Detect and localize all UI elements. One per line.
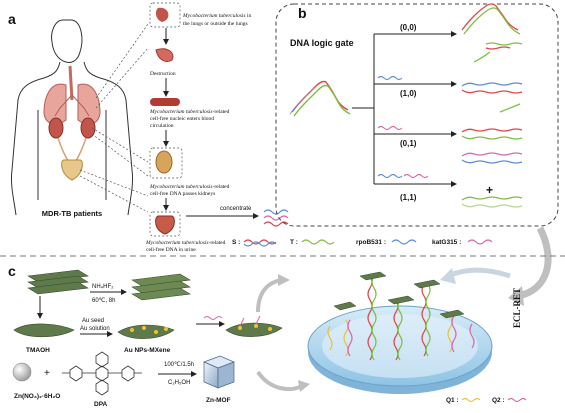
state-11: (1,1) <box>400 193 417 202</box>
helix-top-flakes <box>333 271 465 319</box>
legend-rpob: rpoB531 : <box>356 239 386 246</box>
branch-input-strands <box>377 75 429 179</box>
to-electrode-arrow-2 <box>256 370 303 391</box>
max-phase-stack <box>27 269 89 295</box>
legend-q1: Q1 : <box>446 397 459 404</box>
caption-1: Mycobacterium tuberculosis in <box>182 13 251 19</box>
zn-salt-icon <box>12 362 32 382</box>
destroyed-cell-icon <box>155 48 174 63</box>
mof-condition-1: 100℃/1.5h <box>164 362 194 368</box>
kidneys <box>48 117 96 165</box>
reagent-label: NH₄HF₂ <box>92 284 114 290</box>
human-body-outline <box>11 19 133 216</box>
bladder <box>61 159 83 181</box>
caption-5-line2: cell-free DNA in urine <box>146 246 196 253</box>
caption-3: Mycobacterium tuberculosis-related <box>149 109 230 115</box>
output-00 <box>461 3 523 50</box>
bladder-detail-icon <box>155 215 175 235</box>
patients-label: MDR-TB patients <box>42 209 102 218</box>
probe-strand <box>203 316 223 320</box>
probe-modified-sheet <box>225 315 283 337</box>
state-10: (1,0) <box>400 89 417 98</box>
electrode-dna-helices <box>327 275 475 361</box>
panel-c-label: c <box>8 263 16 279</box>
lungs <box>43 65 101 125</box>
state-01: (0,1) <box>400 139 417 148</box>
ecl-ret-label: ECL-RET <box>512 288 522 328</box>
transfer-arrow <box>517 226 552 300</box>
au-mxene-label: Au NPs-MXene <box>124 347 171 354</box>
kidney-detail-icon <box>155 150 173 174</box>
concentrate-label: concentrate <box>220 206 252 212</box>
panel-b-label: b <box>298 5 307 21</box>
zn-salt-label: Zn(NO₃)₂·6H₂O <box>14 393 60 400</box>
legend-katg: katG315 : <box>432 239 461 246</box>
legend-t: T : <box>290 239 298 246</box>
logic-branches <box>352 31 457 187</box>
delaminated-mxene <box>13 323 75 338</box>
output-11 <box>461 196 523 208</box>
legend-q2: Q2 : <box>492 397 505 404</box>
au-mxene-sheet <box>117 324 175 339</box>
au-solution-label: Au solution <box>80 326 110 332</box>
bladder-box <box>149 211 181 237</box>
plus-sign-b: + <box>486 183 493 197</box>
multilayer-mxene <box>131 273 191 301</box>
panel-a-label: a <box>8 11 16 27</box>
mof-condition-2: C₂H₅OH <box>168 380 190 386</box>
tmaoh-label: TMAOH <box>26 347 50 354</box>
guide-lines <box>79 23 149 213</box>
mycobacterium-icon <box>155 7 169 22</box>
legend-s: S : <box>232 239 240 246</box>
caption-2: Destruction <box>150 71 176 77</box>
strand-legend: S : T : rpoB531 : katG315 : <box>232 239 493 247</box>
urine-dna-strands <box>263 209 289 227</box>
logic-gate-title: DNA logic gate <box>290 38 354 48</box>
etch-condition: 60℃, 8h <box>92 298 115 304</box>
lung-tissue-box <box>149 2 181 28</box>
caption-4: Mycobacterium tuberculosis-related <box>149 184 230 190</box>
dpa-structure <box>62 351 142 396</box>
caption-3-line3: circulation <box>150 123 174 129</box>
state-00: (0,0) <box>400 23 417 32</box>
logic-gate-panel <box>275 3 559 227</box>
blood-vessel <box>150 98 180 106</box>
ecl-ret-arrow <box>446 267 511 279</box>
caption-5: Mycobacterium tuberculosis-related <box>145 240 226 246</box>
plus-sign-c: + <box>44 368 50 379</box>
au-seed-label: Au seed <box>82 318 104 324</box>
dpa-label: DPA <box>94 401 108 408</box>
zn-mof-label: Zn-MOF <box>206 397 231 404</box>
caption-3-line2: cell-free nucleic enters blood <box>150 115 214 122</box>
kidney-box <box>149 147 183 179</box>
electrode <box>307 305 493 394</box>
zn-mof-cube <box>203 355 235 389</box>
caption-1-line2: the lungs or outside the lungs <box>183 21 248 27</box>
output-10 <box>461 51 523 94</box>
output-01 <box>461 103 523 164</box>
input-duplex <box>289 80 351 117</box>
caption-4-line2: cell-free DNA passes kidneys <box>150 190 215 197</box>
